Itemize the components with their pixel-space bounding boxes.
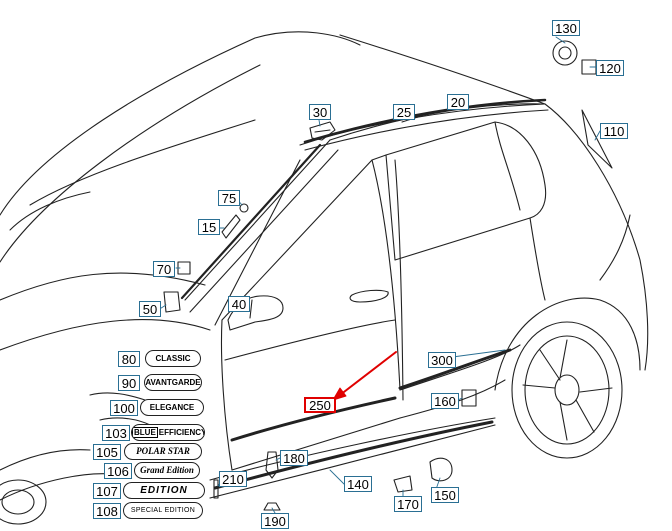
- blue-box-text: BLUE: [132, 427, 158, 438]
- callout-180[interactable]: 180: [280, 450, 308, 466]
- callout-15[interactable]: 15: [198, 219, 220, 235]
- classic-badge-text: CLASSIC: [155, 354, 191, 363]
- elegance-badge-text: ELEGANCE: [149, 403, 195, 412]
- callout-70[interactable]: 70: [153, 261, 175, 277]
- callout-130[interactable]: 130: [552, 20, 580, 36]
- callout-250-highlighted[interactable]: 250: [304, 397, 336, 413]
- callout-75[interactable]: 75: [218, 190, 240, 206]
- callout-107[interactable]: 107: [93, 483, 121, 499]
- callout-150[interactable]: 150: [431, 487, 459, 503]
- callout-160[interactable]: 160: [431, 393, 459, 409]
- callout-110[interactable]: 110: [600, 123, 628, 139]
- callout-103[interactable]: 103: [102, 425, 130, 441]
- callout-140[interactable]: 140: [344, 476, 372, 492]
- callout-100[interactable]: 100: [110, 400, 138, 416]
- callout-40[interactable]: 40: [228, 296, 250, 312]
- classic-badge: CLASSIC: [145, 350, 201, 367]
- callout-80[interactable]: 80: [118, 351, 140, 367]
- grand-edition-text: Grand Edition: [140, 465, 194, 475]
- callout-50[interactable]: 50: [139, 301, 161, 317]
- callout-210[interactable]: 210: [219, 471, 247, 487]
- callout-30[interactable]: 30: [309, 104, 331, 120]
- callout-120[interactable]: 120: [596, 60, 624, 76]
- elegance-badge: ELEGANCE: [140, 399, 204, 416]
- efficiency-text: EFFICIENCY: [158, 428, 205, 437]
- special-edition-text: SPECIAL EDITION: [130, 507, 196, 514]
- edition-badge: EDITION: [123, 482, 205, 499]
- grand-edition-badge: Grand Edition: [134, 462, 200, 479]
- callout-105[interactable]: 105: [93, 444, 121, 460]
- callout-300[interactable]: 300: [428, 352, 456, 368]
- callout-106[interactable]: 106: [104, 463, 132, 479]
- avantgarde-badge-text: AVANTGARDE: [145, 378, 201, 387]
- callout-190[interactable]: 190: [261, 513, 289, 529]
- special-edition-badge: SPECIAL EDITION: [123, 502, 203, 519]
- callout-25[interactable]: 25: [393, 104, 415, 120]
- callout-90[interactable]: 90: [118, 375, 140, 391]
- avantgarde-badge: AVANTGARDE: [144, 374, 202, 391]
- callout-170[interactable]: 170: [394, 496, 422, 512]
- polar-star-text: POLAR STAR: [136, 446, 190, 456]
- edition-text: EDITION: [140, 485, 188, 496]
- callout-20[interactable]: 20: [447, 94, 469, 110]
- polar-star-badge: POLAR STAR: [124, 443, 202, 460]
- callout-108[interactable]: 108: [93, 503, 121, 519]
